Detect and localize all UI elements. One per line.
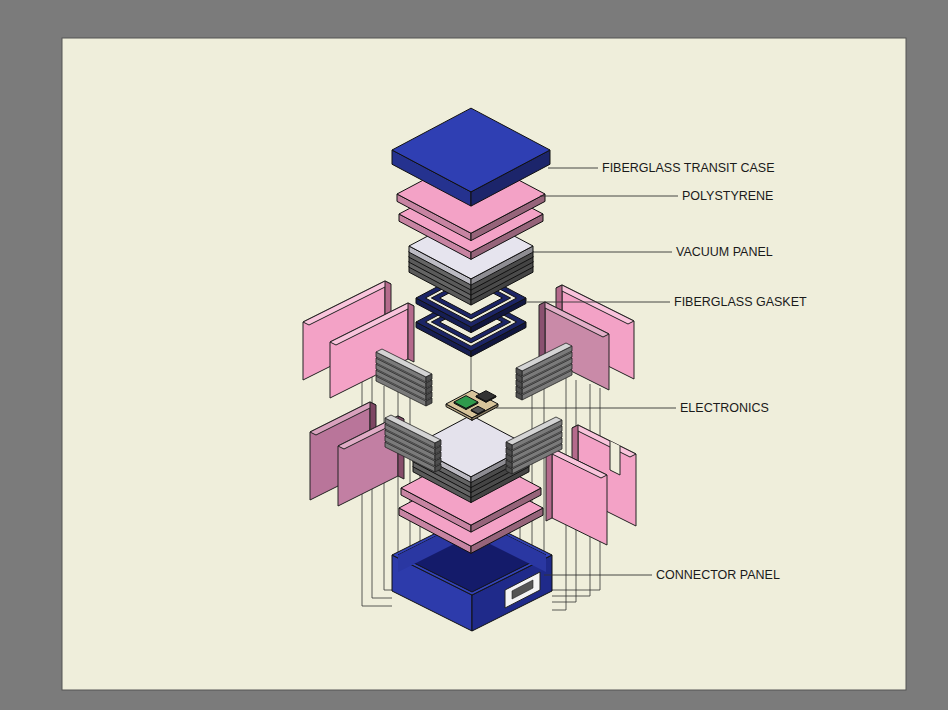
vacuum-panel-side: [516, 343, 572, 400]
part-label: FIBERGLASS TRANSIT CASE: [602, 160, 775, 176]
transit-case-lid: [392, 108, 550, 206]
leader-line: [548, 168, 598, 169]
part-label: POLYSTYRENE: [682, 188, 773, 204]
leader-lines: [496, 168, 678, 575]
assembly-line: [532, 378, 533, 556]
part-label: VACUUM PANEL: [676, 244, 773, 260]
assembly-line: [544, 378, 545, 560]
side-insulation-left: [303, 281, 414, 506]
leader-line: [540, 196, 678, 197]
electronics-board: [446, 390, 498, 420]
vacuum-panel-side: [506, 417, 562, 474]
vacuum-panel-side: [376, 349, 432, 406]
connector-panel: [505, 572, 540, 608]
part-label: FIBERGLASS GASKET: [674, 294, 807, 310]
drawing-sheet: [62, 38, 906, 690]
side-insulation-right: [539, 285, 636, 545]
vacuum-panel-side: [385, 415, 441, 472]
leader-line: [544, 575, 652, 576]
assembly-line: [410, 380, 411, 556]
leader-line: [532, 252, 672, 253]
leader-line: [496, 408, 676, 409]
part-label: ELECTRONICS: [680, 400, 769, 416]
part-label: CONNECTOR PANEL: [656, 567, 780, 583]
leader-line: [527, 302, 670, 303]
